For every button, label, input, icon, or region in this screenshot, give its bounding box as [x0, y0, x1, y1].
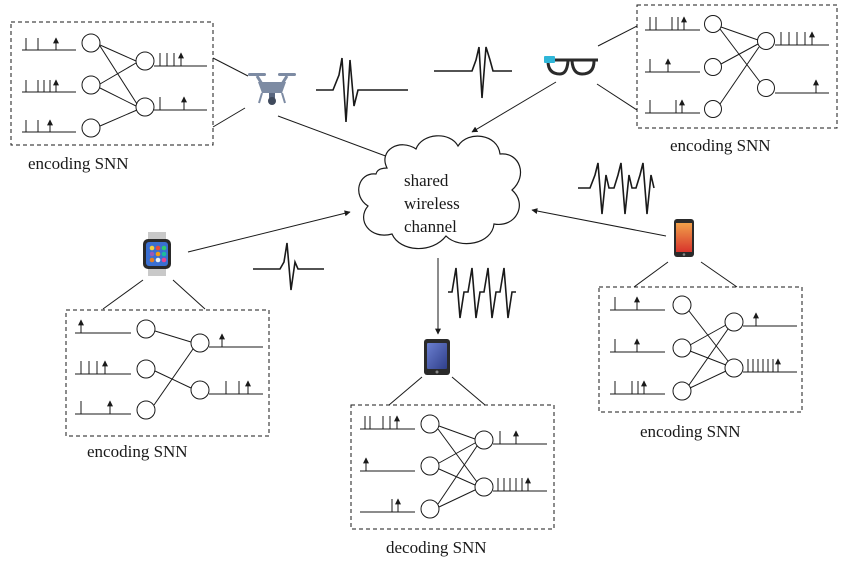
output-spike-trains [209, 334, 263, 395]
input-spike-trains [22, 38, 76, 133]
neurons [672, 295, 744, 401]
channel-label-line-1: shared [404, 171, 449, 190]
input-spike-trains [610, 297, 665, 395]
encoding-snn-bottom-right: encoding SNN [598, 286, 803, 441]
encoding-snn-top-right: encoding SNN [636, 4, 838, 155]
signal-waveform-watch [253, 242, 324, 291]
input-spike-trains [75, 320, 131, 415]
snn-box [350, 404, 555, 530]
output-spike-trains [493, 431, 547, 492]
drone-icon [248, 73, 296, 105]
output-spike-trains [775, 32, 829, 94]
encoding-snn-top-left: encoding SNN [10, 21, 214, 173]
input-spike-trains [360, 416, 415, 513]
synapses [437, 425, 478, 508]
snn-label: encoding SNN [670, 136, 771, 155]
snn-box [636, 4, 838, 129]
encoding-snn-bottom-left: encoding SNN [65, 309, 270, 461]
neurons [704, 15, 775, 118]
neurons [81, 33, 155, 138]
arrow-drone-to-channel [277, 115, 392, 159]
synapses [688, 310, 729, 389]
arrow-phone-to-channel [531, 208, 667, 237]
output-spike-trains [154, 53, 207, 111]
snn-box [598, 286, 803, 413]
neurons [420, 414, 494, 519]
shared-wireless-channel: shared wireless channel [358, 135, 522, 250]
smart-glasses-icon [544, 56, 598, 76]
arrow-glasses-to-channel [471, 81, 557, 133]
connector-lines-phone [633, 261, 738, 288]
signal-waveform-channel-output [448, 267, 516, 319]
synapses [99, 44, 138, 127]
snn-label: encoding SNN [87, 442, 188, 461]
connector-lines-tablet [388, 376, 486, 406]
snn-box [65, 309, 270, 437]
smartphone-icon [674, 219, 694, 257]
output-spike-trains [743, 313, 797, 373]
arrow-watch-to-channel [187, 210, 351, 253]
signal-waveform-drone [316, 57, 408, 123]
channel-label-line-3: channel [404, 217, 457, 236]
snn-label: decoding SNN [386, 538, 487, 557]
signal-waveform-phone [578, 162, 655, 215]
synapses [719, 26, 761, 105]
connector-lines-drone [212, 57, 249, 128]
neurons [136, 319, 210, 420]
decoding-snn-bottom-center: decoding SNN [350, 404, 555, 557]
tablet-icon [424, 339, 450, 375]
snn-label: encoding SNN [28, 154, 129, 173]
connector-lines-watch [102, 279, 206, 310]
smartwatch-icon [143, 232, 171, 276]
input-spike-trains [645, 17, 700, 114]
signal-waveform-glasses [434, 46, 512, 99]
snn-box [10, 21, 214, 146]
channel-label-line-2: wireless [404, 194, 460, 213]
cloud-shape [358, 135, 522, 250]
connector-lines-glasses [596, 25, 638, 111]
snn-label: encoding SNN [640, 422, 741, 441]
synapses [153, 330, 194, 406]
